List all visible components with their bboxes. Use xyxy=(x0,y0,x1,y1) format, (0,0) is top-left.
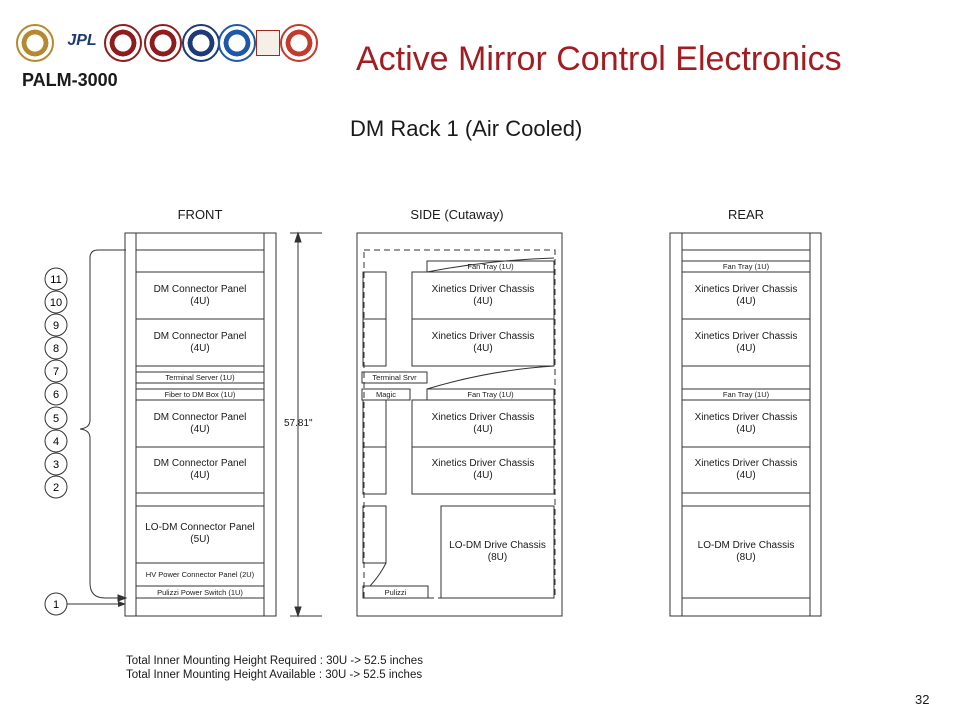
seal-logo-2 xyxy=(104,24,142,62)
circle-marker-8: 8 xyxy=(44,336,68,360)
cable-brace xyxy=(79,249,126,599)
seal-logo-1 xyxy=(16,24,54,62)
svg-text:6: 6 xyxy=(53,389,59,401)
rack-height-dimension: 57.81" xyxy=(284,418,313,429)
side-panel-label: Magic xyxy=(375,390,396,399)
height-available-note: Total Inner Mounting Height Available : … xyxy=(126,669,423,681)
svg-text:11: 11 xyxy=(50,274,61,286)
side-panel-label: Fan Tray (1U) xyxy=(467,390,514,399)
front-panel-label: Fiber to DM Box (1U) xyxy=(164,390,236,399)
page-number: 32 xyxy=(915,692,930,707)
circle-marker-2: 2 xyxy=(44,475,68,499)
circle-marker-3: 3 xyxy=(44,452,68,476)
svg-text:1: 1 xyxy=(53,599,59,611)
round-logo xyxy=(280,24,318,62)
rear-panel-label: Xinetics Driver Chassis(4U) xyxy=(694,412,798,435)
side-panel-label: Xinetics Driver Chassis(4U) xyxy=(431,331,535,354)
rear-panel-label: Xinetics Driver Chassis(4U) xyxy=(694,284,798,307)
jpl-logo: JPL xyxy=(67,32,97,49)
rear-panel-label: Fan Tray (1U) xyxy=(722,262,770,271)
circle-marker-9: 9 xyxy=(44,313,68,337)
circle-marker-7: 7 xyxy=(44,359,68,383)
circle-marker-11: 11 xyxy=(44,267,68,291)
side-panel-label: Pulizzi xyxy=(384,588,407,597)
height-required-note: Total Inner Mounting Height Required : 3… xyxy=(126,655,423,667)
rear-panel-label: Xinetics Driver Chassis(4U) xyxy=(694,331,798,354)
front-panel-label: Terminal Server (1U) xyxy=(165,373,235,382)
diagram-subtitle: DM Rack 1 (Air Cooled) xyxy=(350,116,583,141)
front-panel-label: Pulizzi Power Switch (1U) xyxy=(157,588,243,597)
front-panel-label: LO-DM Connector Panel(5U) xyxy=(145,522,255,545)
svg-text:10: 10 xyxy=(50,297,62,309)
side-panel-label: Xinetics Driver Chassis(4U) xyxy=(431,284,535,307)
brand-label: PALM-3000 xyxy=(22,70,118,90)
svg-text:8: 8 xyxy=(53,343,59,355)
svg-text:3: 3 xyxy=(53,459,59,471)
circle-marker-1: 1 xyxy=(44,592,68,616)
svg-text:7: 7 xyxy=(53,366,59,378)
rear-panel-label: LO-DM Drive Chassis(8U) xyxy=(697,540,795,563)
shield-logo xyxy=(144,24,182,62)
rear-panel-label: Fan Tray (1U) xyxy=(722,390,770,399)
numbered-circles: 11 10 9 8 7 6 5 4 3 2 1 xyxy=(44,267,126,616)
museum-logo xyxy=(256,30,280,56)
svg-text:5: 5 xyxy=(53,413,59,425)
nsf-logo xyxy=(218,24,256,62)
svg-text:4: 4 xyxy=(53,436,59,448)
page-title: Active Mirror Control Electronics xyxy=(356,40,842,78)
side-panel-label: Terminal Srvr xyxy=(372,373,417,382)
front-panel-label: DM Connector Panel(4U) xyxy=(153,458,247,481)
circle-marker-6: 6 xyxy=(44,382,68,406)
circle-marker-4: 4 xyxy=(44,429,68,453)
svg-text:2: 2 xyxy=(53,482,59,494)
side-panel-label: LO-DM Drive Chassis(8U) xyxy=(449,540,546,563)
rear-panel-label: Xinetics Driver Chassis(4U) xyxy=(694,458,798,481)
rear-rack-frame xyxy=(669,232,822,617)
rear-heading: REAR xyxy=(727,207,765,222)
svg-text:9: 9 xyxy=(53,320,59,332)
front-rack-frame xyxy=(124,232,277,617)
circle-marker-10: 10 xyxy=(44,290,68,314)
side-panel-label: Fan Tray (1U) xyxy=(467,262,514,271)
side-panel-label: Xinetics Driver Chassis(4U) xyxy=(431,412,535,435)
front-panel-label: HV Power Connector Panel (2U) xyxy=(145,570,255,579)
circle-marker-5: 5 xyxy=(44,406,68,430)
front-heading: FRONT xyxy=(177,207,223,222)
front-panel-label: DM Connector Panel(4U) xyxy=(153,331,247,354)
front-panel-label: DM Connector Panel(4U) xyxy=(153,412,247,435)
side-rack-frame xyxy=(356,232,563,617)
side-heading: SIDE (Cutaway) xyxy=(410,207,504,222)
front-panel-label: DM Connector Panel(4U) xyxy=(153,284,247,307)
side-panel-label: Xinetics Driver Chassis(4U) xyxy=(431,458,535,481)
